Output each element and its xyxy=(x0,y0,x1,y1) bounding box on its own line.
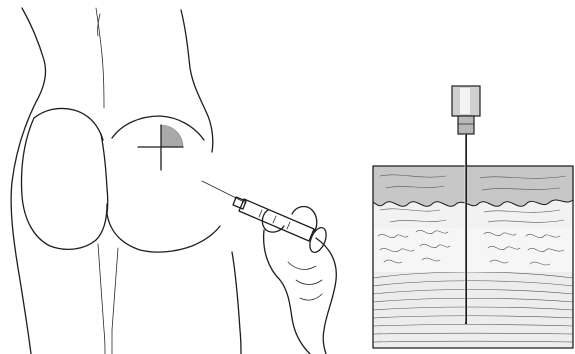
left-thigh-inner xyxy=(98,244,105,354)
injection-site-illustration xyxy=(0,0,360,354)
right-thigh-inner xyxy=(112,248,118,354)
left-waist-contour xyxy=(11,8,45,354)
hand-finger-fold-2 xyxy=(300,294,322,300)
syringe-graduation-3 xyxy=(287,222,290,229)
right-waist-contour xyxy=(181,10,213,152)
right-buttock-top xyxy=(112,116,204,140)
syringe-graduation xyxy=(259,210,262,217)
tissue-block xyxy=(373,166,573,348)
skin-layer xyxy=(373,166,573,206)
left-buttock-top xyxy=(34,108,103,140)
cross-section-drawing xyxy=(360,0,575,354)
hand-back xyxy=(316,238,336,354)
hand-thumb xyxy=(262,210,284,232)
left-buttock-outline xyxy=(22,118,108,249)
needle-hub-collar xyxy=(458,116,474,134)
tissue-cross-section-illustration xyxy=(360,0,575,354)
hand-palm xyxy=(264,230,310,354)
syringe-graduation-2 xyxy=(273,216,276,223)
right-hip-lower-contour xyxy=(232,252,241,354)
right-buttock-outline xyxy=(107,214,220,252)
syringe-barrel xyxy=(239,199,314,241)
muscle-layer xyxy=(373,268,573,348)
buttocks-drawing xyxy=(0,0,360,354)
hand-finger-fold xyxy=(296,280,322,285)
syringe-needle xyxy=(202,181,246,203)
injection-quadrant-fill xyxy=(161,125,183,147)
gluteal-cleft xyxy=(101,134,108,214)
spine-line xyxy=(96,8,104,108)
hand-knuckle-line xyxy=(288,262,316,269)
hand xyxy=(262,207,336,354)
syringe xyxy=(202,181,329,255)
